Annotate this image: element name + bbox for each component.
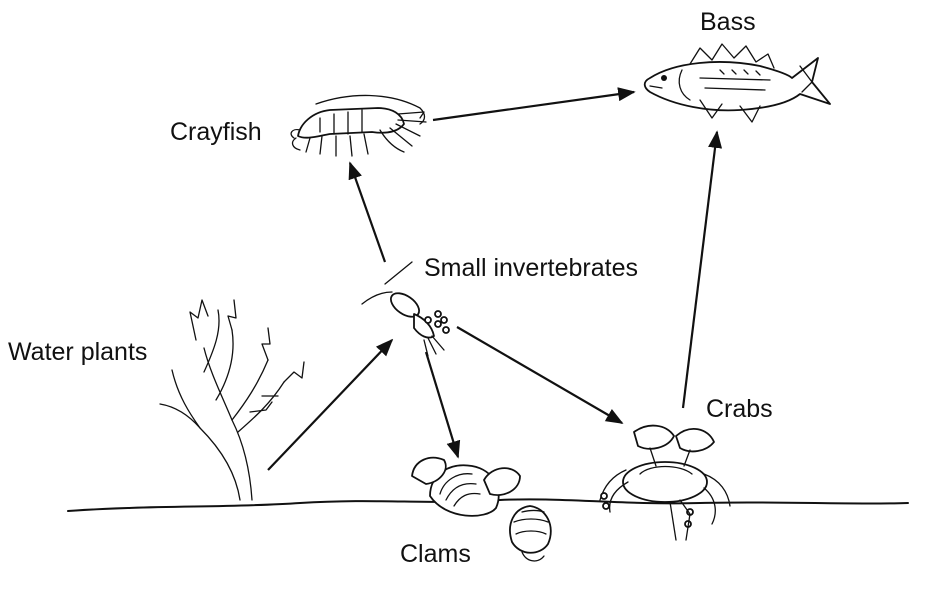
arrow-small-invertebrates-to-clams <box>426 352 458 457</box>
label-small-invertebrates: Small invertebrates <box>424 256 638 281</box>
bass-illustration <box>645 44 830 122</box>
arrow-water-plants-to-small-invertebrates <box>268 340 392 470</box>
arrow-crayfish-to-bass <box>433 92 634 120</box>
label-clams: Clams <box>400 542 471 567</box>
crab-illustration <box>600 426 730 540</box>
label-crayfish: Crayfish <box>170 120 262 145</box>
arrow-crabs-to-bass <box>683 132 717 408</box>
label-water-plants: Water plants <box>8 340 147 365</box>
water-plants-illustration <box>160 300 304 500</box>
label-bass: Bass <box>700 10 756 35</box>
crayfish-illustration <box>291 95 426 156</box>
arrow-small-invertebrates-to-crabs <box>457 327 622 423</box>
arrow-small-invertebrates-to-crayfish <box>350 163 385 262</box>
label-crabs: Crabs <box>706 397 773 422</box>
